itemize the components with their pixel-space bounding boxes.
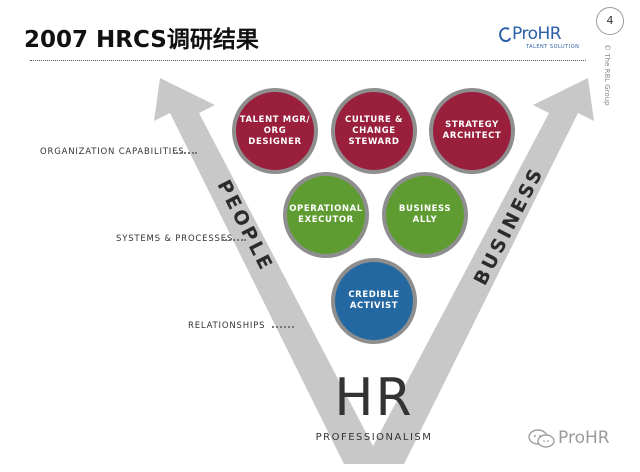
hr-foundation-subtitle: PROFESSIONALISM <box>315 432 433 443</box>
page-number: 4 <box>596 7 624 35</box>
role-strategy-architect: STRATEGY ARCHITECT <box>429 88 515 174</box>
level-leader-organization-capabilities <box>173 152 197 154</box>
level-label-systems-processes: SYSTEMS & PROCESSES <box>116 234 234 244</box>
level-leader-relationships <box>272 326 294 328</box>
level-label-relationships: RELATIONSHIPS <box>188 321 266 331</box>
logo-swirl-icon <box>499 27 511 42</box>
role-credible-activist: CREDIBLE ACTIVIST <box>331 258 417 344</box>
role-label: CREDIBLE ACTIVIST <box>348 290 400 311</box>
role-talent-manager-org-designer: TALENT MGR/ ORG DESIGNER <box>232 88 318 174</box>
wechat-icon <box>528 429 555 448</box>
wechat-watermark: ProHR <box>528 428 632 450</box>
role-business-ally: BUSINESS ALLY <box>382 172 468 258</box>
level-label-organization-capabilities: ORGANIZATION CAPABILITIES <box>40 147 185 157</box>
people-arrow <box>154 78 373 464</box>
business-arrow <box>373 78 594 464</box>
role-culture-change-steward: CULTURE & CHANGE STEWARD <box>331 88 417 174</box>
watermark-text: ProHR <box>558 428 610 448</box>
logo-wordmark: ProHR <box>512 24 562 44</box>
role-label: STRATEGY ARCHITECT <box>442 120 502 141</box>
title-divider <box>30 60 586 61</box>
role-label: BUSINESS ALLY <box>398 204 452 225</box>
role-label: CULTURE & CHANGE STEWARD <box>345 114 403 147</box>
level-leader-systems-processes <box>222 239 246 241</box>
hr-foundation-title: HR <box>334 368 414 428</box>
role-operational-executor: OPERATIONAL EXECUTOR <box>283 172 369 258</box>
logo-tagline: TALENT SOLUTION <box>526 44 580 50</box>
slide-title: 2007 HRCS调研结果 <box>24 27 259 53</box>
role-label: TALENT MGR/ ORG DESIGNER <box>239 114 311 147</box>
prohr-logo: ProHR TALENT SOLUTION <box>498 24 580 50</box>
role-label: OPERATIONAL EXECUTOR <box>289 204 363 225</box>
